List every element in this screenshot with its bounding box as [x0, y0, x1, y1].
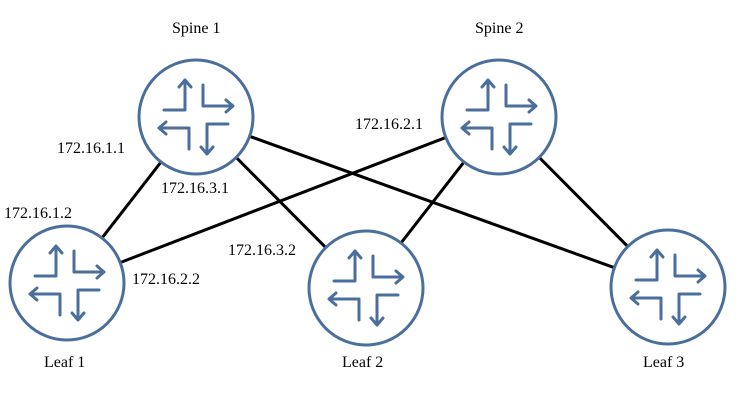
node-label-leaf3: Leaf 3 — [643, 354, 685, 371]
node-label-spine1: Spine 1 — [172, 20, 221, 37]
router-icon — [137, 58, 255, 176]
ip-label-spine2-leaf1: 172.16.2.1 — [355, 116, 423, 133]
ip-label-leaf1-spine1: 172.16.1.2 — [4, 205, 72, 222]
router-icon — [8, 224, 126, 342]
node-label-spine2: Spine 2 — [475, 20, 524, 37]
node-label-leaf1: Leaf 1 — [44, 354, 86, 371]
router-icon — [440, 58, 558, 176]
link-spine2-leaf1 — [66, 115, 500, 285]
node-label-leaf2: Leaf 2 — [342, 354, 384, 371]
ip-label-spine1-leaf2: 172.16.3.1 — [161, 180, 229, 197]
ip-label-leaf2-spine1: 172.16.3.2 — [228, 242, 296, 259]
router-icon — [609, 228, 727, 346]
ip-label-spine1-leaf1: 172.16.1.1 — [57, 140, 125, 157]
routers-layer — [8, 58, 727, 347]
router-icon — [307, 229, 425, 347]
ip-label-leaf1-spine2: 172.16.2.2 — [132, 271, 200, 288]
